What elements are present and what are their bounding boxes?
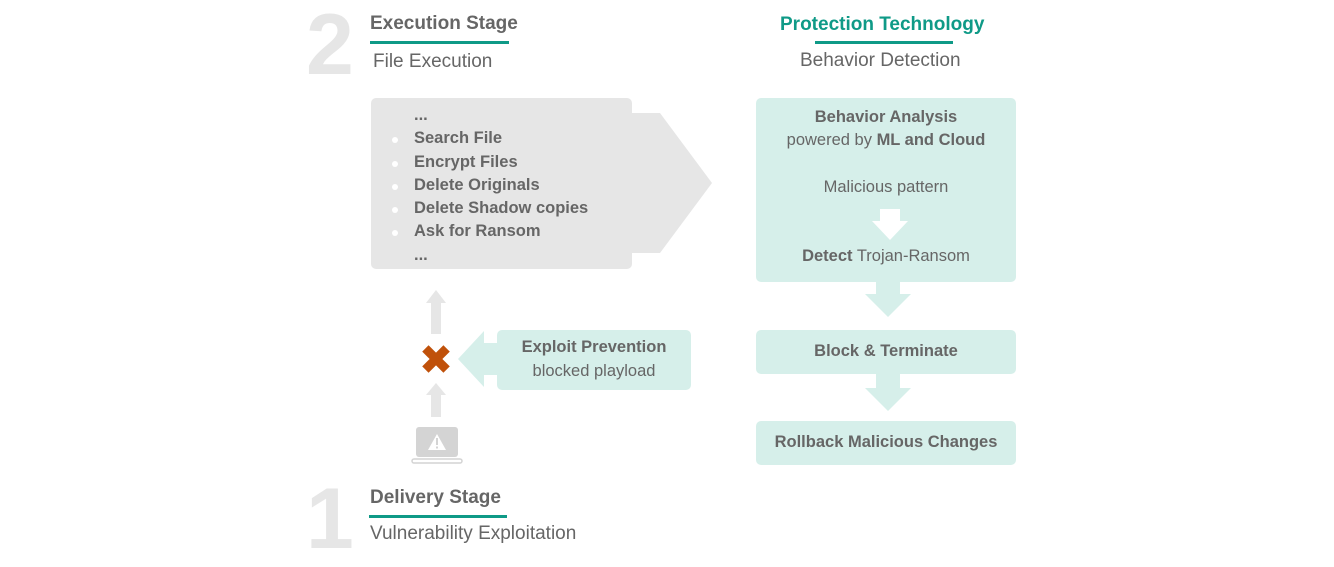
behavior-analysis-title: Behavior Analysis [814,108,958,126]
exploit-prevention-subtitle: blocked playload [532,362,656,380]
action-item: Encrypt Files [391,151,588,174]
stage-number-1: 1 [306,471,354,567]
down-arrow-rollback-icon [865,374,911,411]
execution-actions-box [371,98,632,269]
rollback-box [756,421,1016,465]
delivery-stage-underline [369,515,507,518]
powered-by-tech: ML and Cloud [876,131,986,149]
up-arrow-lower-icon [426,383,446,417]
execution-stage-subtitle: File Execution [373,51,493,72]
block-terminate-label: Block & Terminate [814,342,958,360]
execution-stage-title: Execution Stage [370,13,518,34]
rollback-label: Rollback Malicious Changes [774,433,998,451]
powered-by-line: powered by ML and Cloud [756,131,1016,150]
block-terminate-box [756,330,1016,374]
action-item: Ask for Ransom [391,220,588,243]
stage-number-2: 2 [306,0,354,93]
exploit-prevention-arrow-icon [458,331,500,387]
action-item: Delete Originals [391,174,588,197]
protection-technology-underline [815,41,953,44]
action-item: Search File [391,127,588,150]
execution-stage-underline [370,41,509,44]
down-arrow-inner-icon [872,209,908,240]
protection-technology-title: Protection Technology [780,14,985,35]
malicious-pattern-label: Malicious pattern [823,178,949,196]
delivery-stage-title: Delivery Stage [370,487,501,508]
delivery-stage-subtitle: Vulnerability Exploitation [370,523,577,544]
detect-threat: Trojan-Ransom [856,247,970,265]
powered-by-prefix: powered by [786,131,872,149]
x-mark-icon [422,345,450,373]
execution-actions-list: ... Search File Encrypt Files Delete Ori… [391,104,588,267]
exploit-prevention-title: Exploit Prevention [521,338,667,356]
protection-technology-subtitle: Behavior Detection [800,50,961,71]
up-arrow-upper-icon [426,290,446,334]
laptop-warning-icon [411,427,463,464]
detect-label: Detect [802,247,853,265]
exploit-prevention-box [497,330,691,390]
action-item: ... [414,106,428,124]
action-item: ... [414,245,428,264]
action-item: Delete Shadow copies [391,197,588,220]
down-arrow-block-icon [865,282,911,317]
execution-arrow-icon [630,113,712,253]
detect-line: Detect Trojan-Ransom [756,247,1016,266]
behavior-analysis-box [756,98,1016,282]
